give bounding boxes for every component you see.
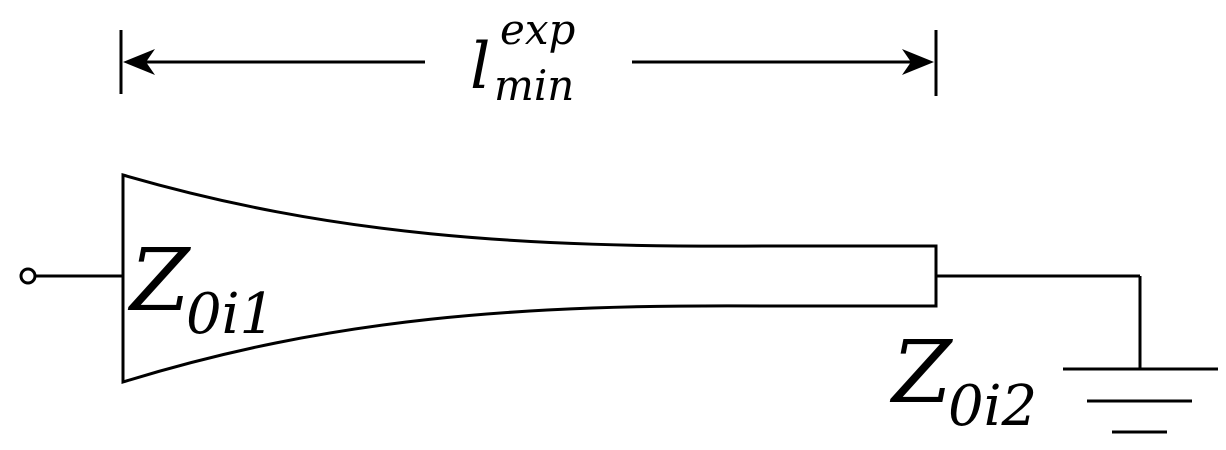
impedance-output-base: Z (889, 323, 953, 423)
impedance-input-subscript: 0i1 (186, 282, 275, 347)
length-label-superscript: exp (500, 5, 575, 54)
impedance-output-subscript: 0i2 (948, 374, 1037, 439)
dimension-arrowhead-left (123, 49, 155, 75)
impedance-input-base: Z (127, 231, 191, 331)
input-terminal (19, 267, 37, 285)
tapered-transmission-line (121, 173, 938, 385)
impedance-label-input: Z 0i1 (127, 231, 275, 347)
ground-symbol (1063, 367, 1218, 434)
impedance-label-output: Z 0i2 (889, 323, 1037, 439)
dimension-arrowhead-right (902, 49, 934, 75)
length-label-base: l (470, 30, 490, 104)
length-label-subscript: min (494, 61, 574, 110)
length-label: l exp min (470, 5, 575, 110)
